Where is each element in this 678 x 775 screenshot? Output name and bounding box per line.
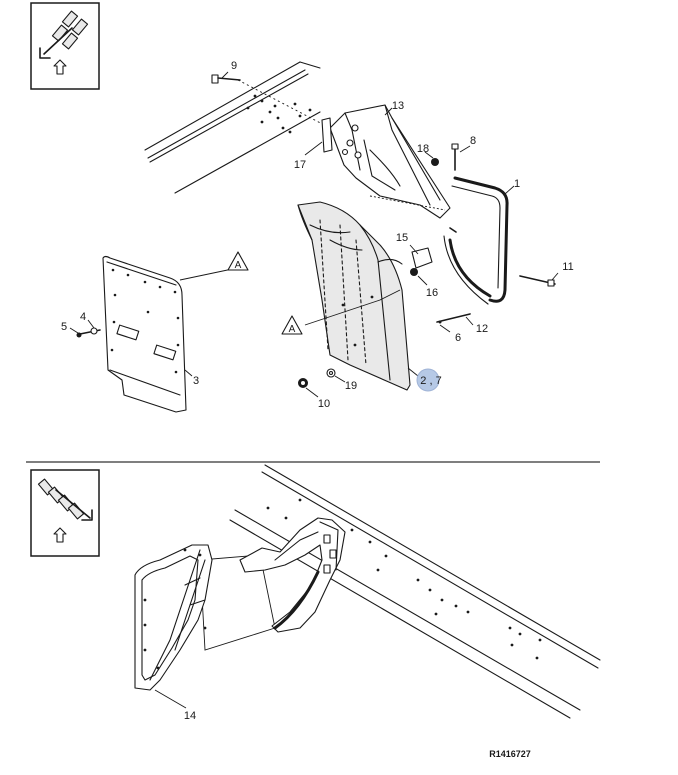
callout-8: 8: [470, 135, 476, 147]
view-marker-a-right: A: [227, 251, 249, 271]
washer-19: [326, 368, 336, 378]
view-marker-a-left: A: [281, 315, 303, 335]
nut-10: [298, 378, 308, 388]
bolt-8: [451, 143, 459, 171]
callout-19: 19: [345, 380, 357, 392]
top-panel: A A 9 13 17 18 8 1 15 16 11 12 6 4 5 3 1…: [30, 2, 574, 413]
nut-18: [431, 158, 439, 166]
bolt-9: [211, 74, 241, 84]
callout-10: 10: [318, 398, 330, 410]
callout-11: 11: [562, 261, 573, 273]
stud-6: [436, 313, 471, 324]
callout-4: 4: [80, 311, 86, 323]
callout-14: 14: [184, 710, 196, 722]
direction-arrow-icon: [30, 2, 100, 90]
highlight-marker: [416, 368, 440, 392]
bracket-13: [321, 104, 451, 219]
reference-number: R1416727: [489, 749, 531, 759]
callout-17: 17: [294, 159, 306, 171]
bolt-11: [519, 275, 556, 287]
callout-9: 9: [231, 60, 237, 72]
frame-rail-bottom: [229, 464, 601, 719]
callout-18: 18: [417, 143, 429, 155]
seal-1: [443, 176, 509, 305]
callouts-top: 9 13 17 18 8 1 15 16 11 12 6 4 5 3 19 10…: [61, 60, 574, 410]
hinge-bracket: [239, 517, 346, 633]
screw-4-5: [76, 327, 101, 338]
nut-16: [410, 268, 418, 276]
callout-12: 12: [476, 323, 488, 335]
svg-text:A: A: [235, 260, 242, 271]
splash-panel-3: [102, 255, 187, 413]
svg-text:A: A: [289, 324, 296, 335]
callout-5: 5: [61, 321, 67, 333]
leader-14: [154, 689, 187, 709]
bottom-panel: 14 R1416727: [30, 464, 601, 759]
callout-6: 6: [455, 332, 461, 344]
leader-lines-top: [69, 71, 559, 398]
bracket-14: [134, 544, 213, 691]
callout-2-7: 2 , 7: [420, 375, 441, 387]
callout-13: 13: [392, 100, 404, 112]
callout-16: 16: [426, 287, 438, 299]
callout-3: 3: [193, 375, 199, 387]
callout-15: 15: [396, 232, 408, 244]
frame-rail-top: [144, 61, 331, 194]
direction-arrow-icon: [30, 469, 100, 557]
mudflap-2-7: [297, 201, 411, 391]
callout-1: 1: [514, 178, 520, 190]
